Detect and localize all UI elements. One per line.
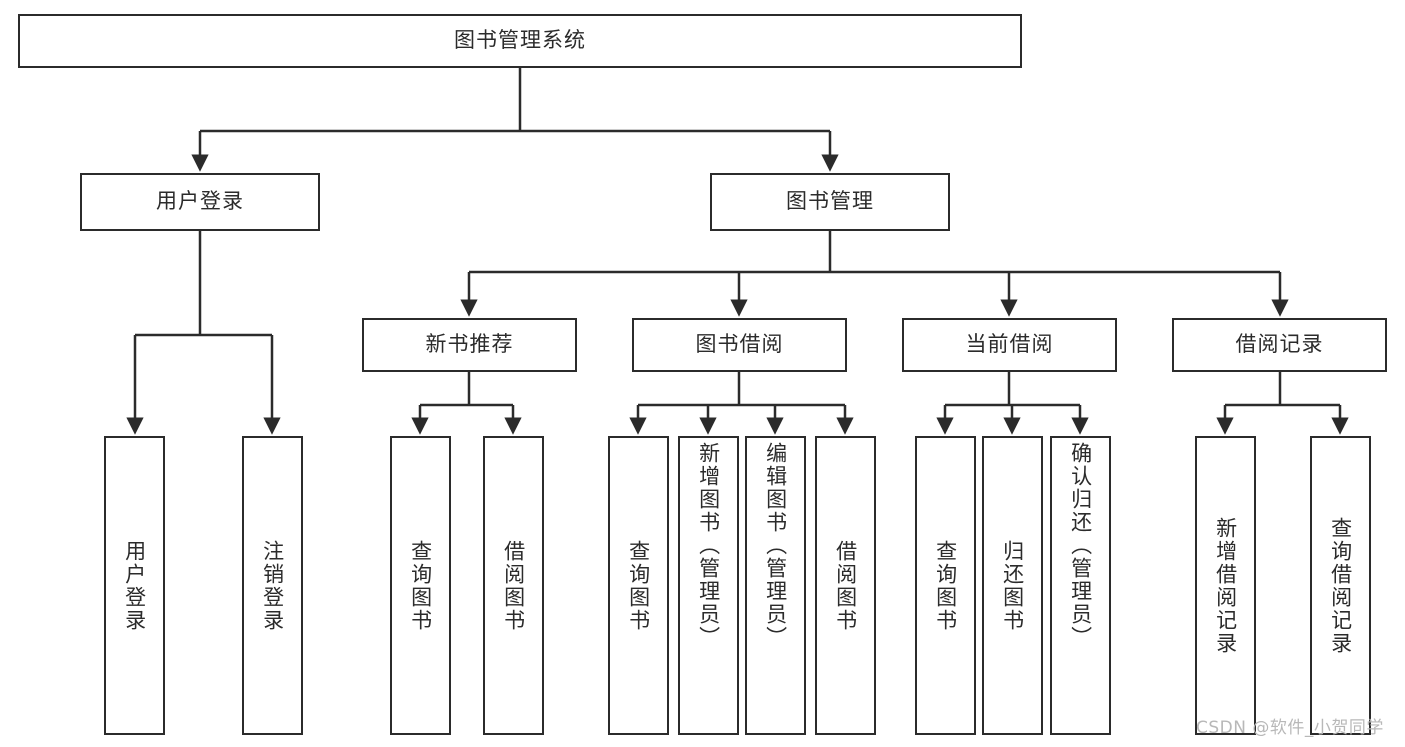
node-user-login-label: 用户登录 (156, 189, 244, 214)
leaf-query-record-label: 查询借阅记录 (1328, 516, 1353, 655)
leaf-query-record[interactable]: 查询借阅记录 (1310, 436, 1371, 735)
leaf-borrow-book-2-label: 借阅图书 (833, 539, 858, 632)
leaf-return-book-label: 归还图书 (1000, 539, 1025, 632)
leaf-query-book-1[interactable]: 查询图书 (390, 436, 451, 735)
leaf-add-record[interactable]: 新增借阅记录 (1195, 436, 1256, 735)
node-new-book-rec-label: 新书推荐 (425, 332, 514, 357)
node-borrow-record-label: 借阅记录 (1235, 332, 1324, 357)
node-user-login[interactable]: 用户登录 (80, 173, 320, 231)
leaf-query-book-3[interactable]: 查询图书 (915, 436, 976, 735)
leaf-user-login-label: 用户登录 (122, 539, 147, 632)
leaf-query-book-3-label: 查询图书 (933, 539, 958, 632)
leaf-add-book-label: 新增图书（管理员） (696, 442, 721, 649)
leaf-borrow-book-1-label: 借阅图书 (501, 539, 526, 632)
leaf-return-book[interactable]: 归还图书 (982, 436, 1043, 735)
leaf-borrow-book-1[interactable]: 借阅图书 (483, 436, 544, 735)
leaf-edit-book-label: 编辑图书（管理员） (763, 442, 788, 649)
leaf-query-book-2-label: 查询图书 (626, 539, 651, 632)
csdn-watermark: CSDN @软件_小贺同学 (1196, 718, 1384, 738)
leaf-add-book[interactable]: 新增图书（管理员） (678, 436, 739, 735)
leaf-user-login[interactable]: 用户登录 (104, 436, 165, 735)
leaf-query-book-1-label: 查询图书 (408, 539, 433, 632)
node-book-manage[interactable]: 图书管理 (710, 173, 950, 231)
node-book-manage-label: 图书管理 (786, 189, 874, 214)
node-current-borrow[interactable]: 当前借阅 (902, 318, 1117, 372)
node-book-borrow-label: 图书借阅 (695, 332, 784, 357)
node-root[interactable]: 图书管理系统 (18, 14, 1022, 68)
node-new-book-rec[interactable]: 新书推荐 (362, 318, 577, 372)
node-book-borrow[interactable]: 图书借阅 (632, 318, 847, 372)
leaf-user-logout-label: 注销登录 (260, 539, 285, 632)
leaf-user-logout[interactable]: 注销登录 (242, 436, 303, 735)
leaf-add-record-label: 新增借阅记录 (1213, 516, 1238, 655)
leaf-borrow-book-2[interactable]: 借阅图书 (815, 436, 876, 735)
node-root-label: 图书管理系统 (454, 28, 586, 53)
node-borrow-record[interactable]: 借阅记录 (1172, 318, 1387, 372)
leaf-query-book-2[interactable]: 查询图书 (608, 436, 669, 735)
leaf-confirm-return[interactable]: 确认归还（管理员） (1050, 436, 1111, 735)
leaf-confirm-return-label: 确认归还（管理员） (1068, 442, 1093, 649)
node-current-borrow-label: 当前借阅 (965, 332, 1054, 357)
leaf-edit-book[interactable]: 编辑图书（管理员） (745, 436, 806, 735)
